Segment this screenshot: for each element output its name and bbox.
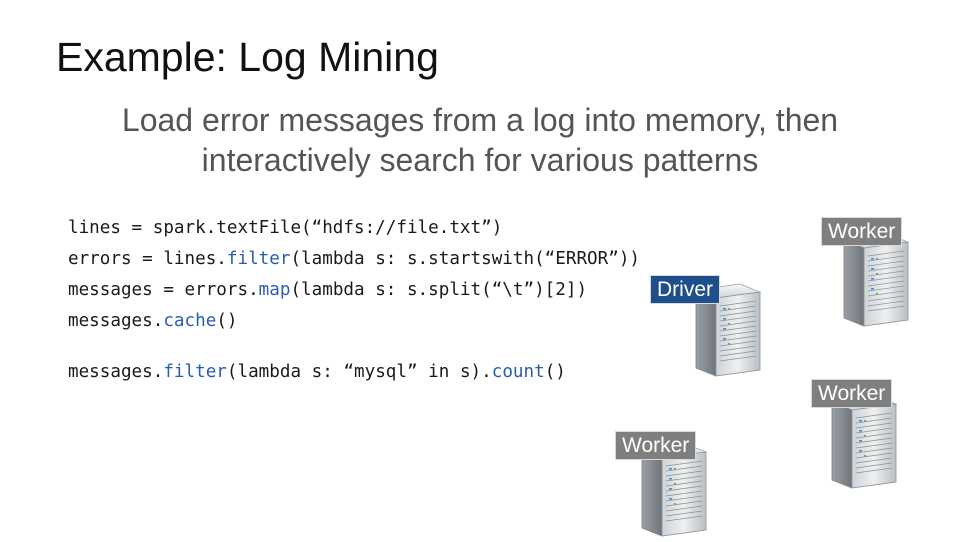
code-line-map-split: messages = errors.map(lambda s: s.split(… bbox=[68, 280, 587, 300]
code-string: “hdfs://file.txt” bbox=[311, 218, 492, 238]
code-method: filter bbox=[163, 362, 227, 382]
slide-title: Example: Log Mining bbox=[56, 34, 439, 80]
code-text: ) bbox=[491, 218, 503, 238]
code-text: in s). bbox=[417, 362, 492, 382]
code-text: (lambda s: s.split( bbox=[290, 280, 492, 300]
code-text: () bbox=[216, 311, 238, 331]
code-string: “ERROR” bbox=[544, 249, 619, 269]
code-string: “\t” bbox=[491, 280, 535, 300]
code-line-cache: messages.cache() bbox=[68, 311, 238, 331]
code-method: cache bbox=[163, 311, 217, 331]
code-method: filter bbox=[226, 249, 291, 269]
worker-label-bottom: Worker bbox=[615, 431, 697, 460]
code-line-textfile: lines = spark.textFile(“hdfs://file.txt”… bbox=[68, 218, 502, 238]
code-text: () bbox=[544, 362, 566, 382]
code-text: errors = lines. bbox=[68, 249, 227, 269]
code-text: )) bbox=[618, 249, 641, 269]
driver-label: Driver bbox=[650, 275, 720, 304]
code-method: map bbox=[258, 280, 291, 300]
worker-label-top: Worker bbox=[821, 217, 903, 246]
code-text: lines = spark.textFile( bbox=[68, 218, 312, 238]
code-text: messages. bbox=[68, 311, 164, 331]
code-string: “mysql” bbox=[343, 362, 418, 382]
code-text: messages = errors. bbox=[68, 280, 259, 300]
code-line-count-mysql: messages.filter(lambda s: “mysql” in s).… bbox=[68, 362, 566, 382]
code-line-filter-errors: errors = lines.filter(lambda s: s.starts… bbox=[68, 249, 640, 269]
code-method: count bbox=[491, 362, 545, 382]
slide-subtitle: Load error messages from a log into memo… bbox=[121, 102, 839, 178]
code-text: (lambda s: s.startswith( bbox=[290, 249, 545, 269]
code-text: messages. bbox=[68, 362, 164, 382]
worker-label-middle: Worker bbox=[811, 379, 893, 408]
code-text: (lambda s: bbox=[226, 362, 344, 382]
code-text: )[2]) bbox=[534, 280, 588, 300]
